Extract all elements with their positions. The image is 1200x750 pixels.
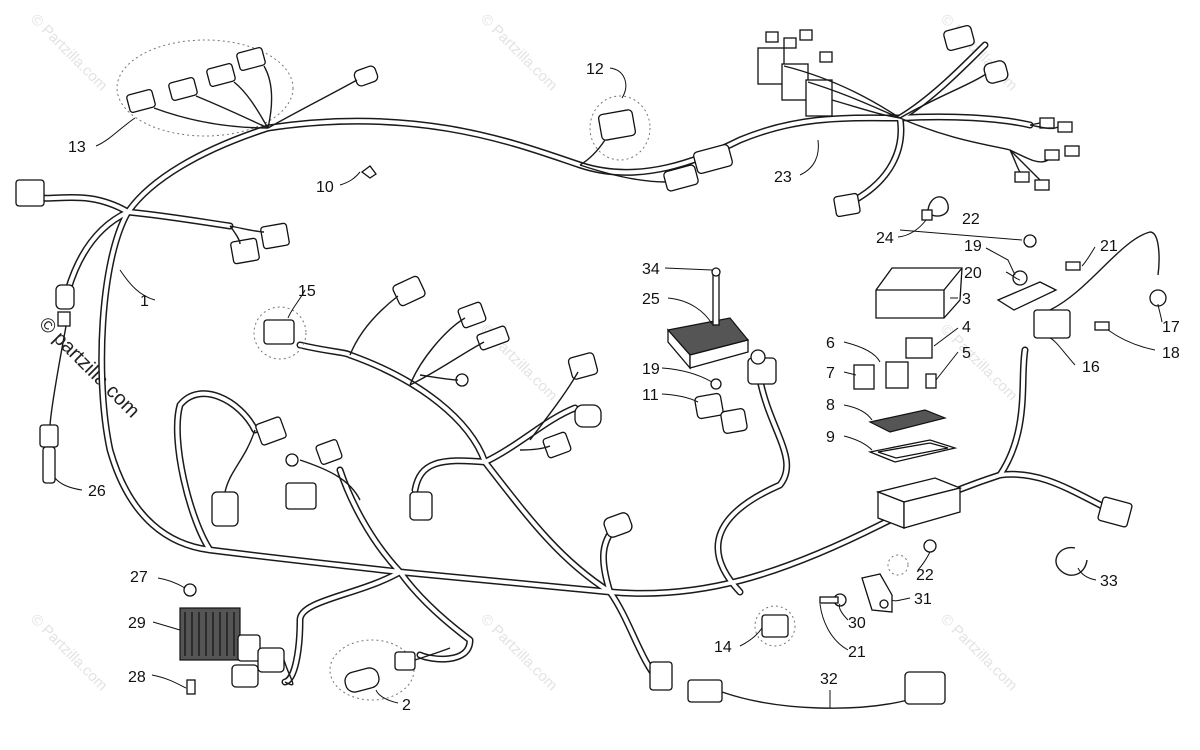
harness-sleeve <box>298 343 352 357</box>
callout-13[interactable]: 13 <box>68 139 86 156</box>
clamp-24 <box>921 196 949 221</box>
callout-32[interactable]: 32 <box>820 671 838 688</box>
callout-19[interactable]: 19 <box>642 361 660 378</box>
callout-18[interactable]: 18 <box>1162 345 1180 362</box>
callout-15[interactable]: 15 <box>298 283 316 300</box>
callout-25[interactable]: 25 <box>642 291 660 308</box>
harness-sleeve <box>715 378 789 594</box>
callouts: 1 2 3 4 5 6 7 8 9 10 11 12 13 14 15 16 1… <box>68 61 1180 714</box>
connector-right <box>1097 496 1133 528</box>
callout-9[interactable]: 9 <box>826 429 835 446</box>
callout-5[interactable]: 5 <box>962 345 971 362</box>
callout-21[interactable]: 21 <box>1100 238 1118 255</box>
harness-sleeve <box>66 210 130 292</box>
harness-sleeve <box>126 210 232 228</box>
watermark: © Partzilla.com <box>937 611 1020 694</box>
callout-10[interactable]: 10 <box>316 179 334 196</box>
connector-2 <box>329 639 451 701</box>
harness-sleeve <box>413 458 487 492</box>
ecu-25 <box>666 267 777 434</box>
harness-branch <box>411 457 489 494</box>
left-connectors <box>15 179 290 327</box>
harness-sleeve <box>38 195 130 214</box>
harness-sleeve <box>898 114 1032 127</box>
leader-lines <box>54 67 1163 708</box>
callout-28[interactable]: 28 <box>128 669 146 686</box>
connectors-left-lower <box>211 416 361 527</box>
connector-12 <box>579 95 651 166</box>
callout-8[interactable]: 8 <box>826 397 835 414</box>
watermark: © Partzilla.com <box>27 11 110 94</box>
harness-sleeve <box>266 115 902 175</box>
callout-22[interactable]: 22 <box>962 211 980 228</box>
watermark: © Partzilla.com <box>477 11 560 94</box>
callout-30[interactable]: 30 <box>848 615 866 632</box>
connector-cluster-13 <box>116 39 379 137</box>
harness-sleeve <box>398 523 882 596</box>
watermark: © Partzilla.com <box>477 611 560 694</box>
callout-17[interactable]: 17 <box>1162 319 1180 336</box>
callout-11[interactable]: 11 <box>642 387 659 404</box>
callout-14[interactable]: 14 <box>714 639 732 656</box>
callout-3[interactable]: 3 <box>962 291 971 308</box>
ring-33 <box>1055 546 1088 576</box>
harness-sleeve <box>175 391 257 552</box>
harness-sleeve <box>283 570 402 684</box>
callout-6[interactable]: 6 <box>826 335 835 352</box>
side-watermark: © partzilla.com <box>34 313 143 422</box>
callout-24[interactable]: 24 <box>876 230 894 247</box>
callout-16[interactable]: 16 <box>1082 359 1100 376</box>
callout-22[interactable]: 22 <box>916 567 934 584</box>
harness-sleeve <box>99 126 402 574</box>
connector-15 <box>253 275 510 387</box>
clip-10 <box>360 165 377 179</box>
callout-33[interactable]: 33 <box>1100 573 1118 590</box>
regulator-29 <box>179 583 294 695</box>
callout-31[interactable]: 31 <box>914 591 932 608</box>
callout-34[interactable]: 34 <box>642 261 660 278</box>
fuse-box-3-9 <box>853 267 963 529</box>
sensor-26 <box>39 325 67 484</box>
callout-12[interactable]: 12 <box>586 61 604 78</box>
parts-layer <box>15 24 1167 709</box>
callout-7[interactable]: 7 <box>826 365 835 382</box>
harness-sleeve <box>853 116 903 202</box>
harness-branch <box>281 568 404 686</box>
inline-connectors-23 <box>579 143 733 192</box>
callout-2[interactable]: 2 <box>402 697 411 714</box>
connectors-mid-right <box>409 352 633 538</box>
callout-20[interactable]: 20 <box>964 265 982 282</box>
callout-19[interactable]: 19 <box>964 238 982 255</box>
connector-32 <box>649 661 946 709</box>
callout-23[interactable]: 23 <box>774 169 792 186</box>
callout-21[interactable]: 21 <box>848 644 866 661</box>
switch-16-22 <box>996 231 1167 339</box>
harness-sleeve <box>483 406 577 464</box>
callout-4[interactable]: 4 <box>962 319 971 336</box>
callout-29[interactable]: 29 <box>128 615 146 632</box>
harness-sleeve <box>398 570 472 662</box>
fuse-blocks-top <box>757 24 1080 218</box>
bracket-30-31 <box>819 539 937 613</box>
harness-sleeve <box>898 43 987 120</box>
callout-27[interactable]: 27 <box>130 569 148 586</box>
callout-26[interactable]: 26 <box>88 483 106 500</box>
harness-sleeve <box>998 348 1027 477</box>
connector-14 <box>754 605 796 647</box>
callout-1[interactable]: 1 <box>140 293 149 310</box>
watermark: © Partzilla.com <box>27 611 110 694</box>
